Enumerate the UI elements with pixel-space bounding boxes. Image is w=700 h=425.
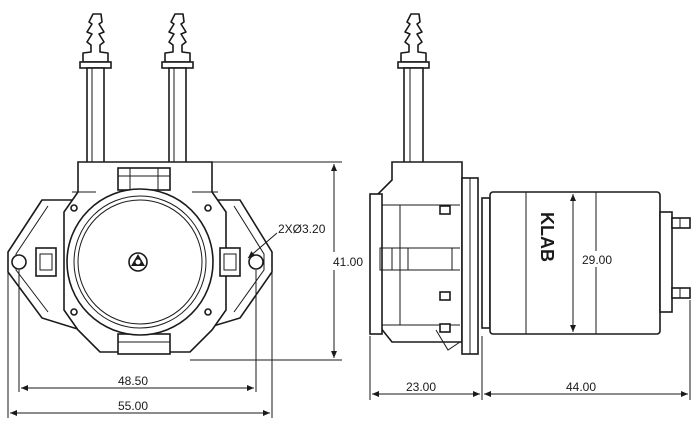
side-tube-fitting	[397, 13, 430, 164]
side-pump-head	[375, 161, 463, 343]
left-tube-fitting	[79, 13, 112, 164]
rotor-hub	[128, 252, 148, 272]
head-length-label: 23.00	[406, 380, 436, 394]
clip-right	[219, 247, 241, 277]
hole-spacing-label: 48.50	[118, 374, 148, 388]
motor-length-label: 44.00	[566, 380, 596, 394]
overall-width-label: 55.00	[118, 399, 148, 413]
height-dimension-label: 41.00	[333, 255, 363, 269]
right-tube-fitting	[161, 13, 194, 164]
side-view: KLAB 29.00 23.00 44.00	[369, 13, 691, 400]
front-view: 2XØ3.20 41.00 48.50 55.00	[7, 13, 363, 418]
motor-diameter-label: 29.00	[582, 253, 612, 267]
brand-label: KLAB	[537, 212, 557, 262]
clip-left	[35, 247, 57, 277]
mount-hole-right	[248, 254, 264, 270]
mount-hole-left	[11, 254, 27, 270]
holes-dimension-label: 2XØ3.20	[278, 222, 326, 236]
